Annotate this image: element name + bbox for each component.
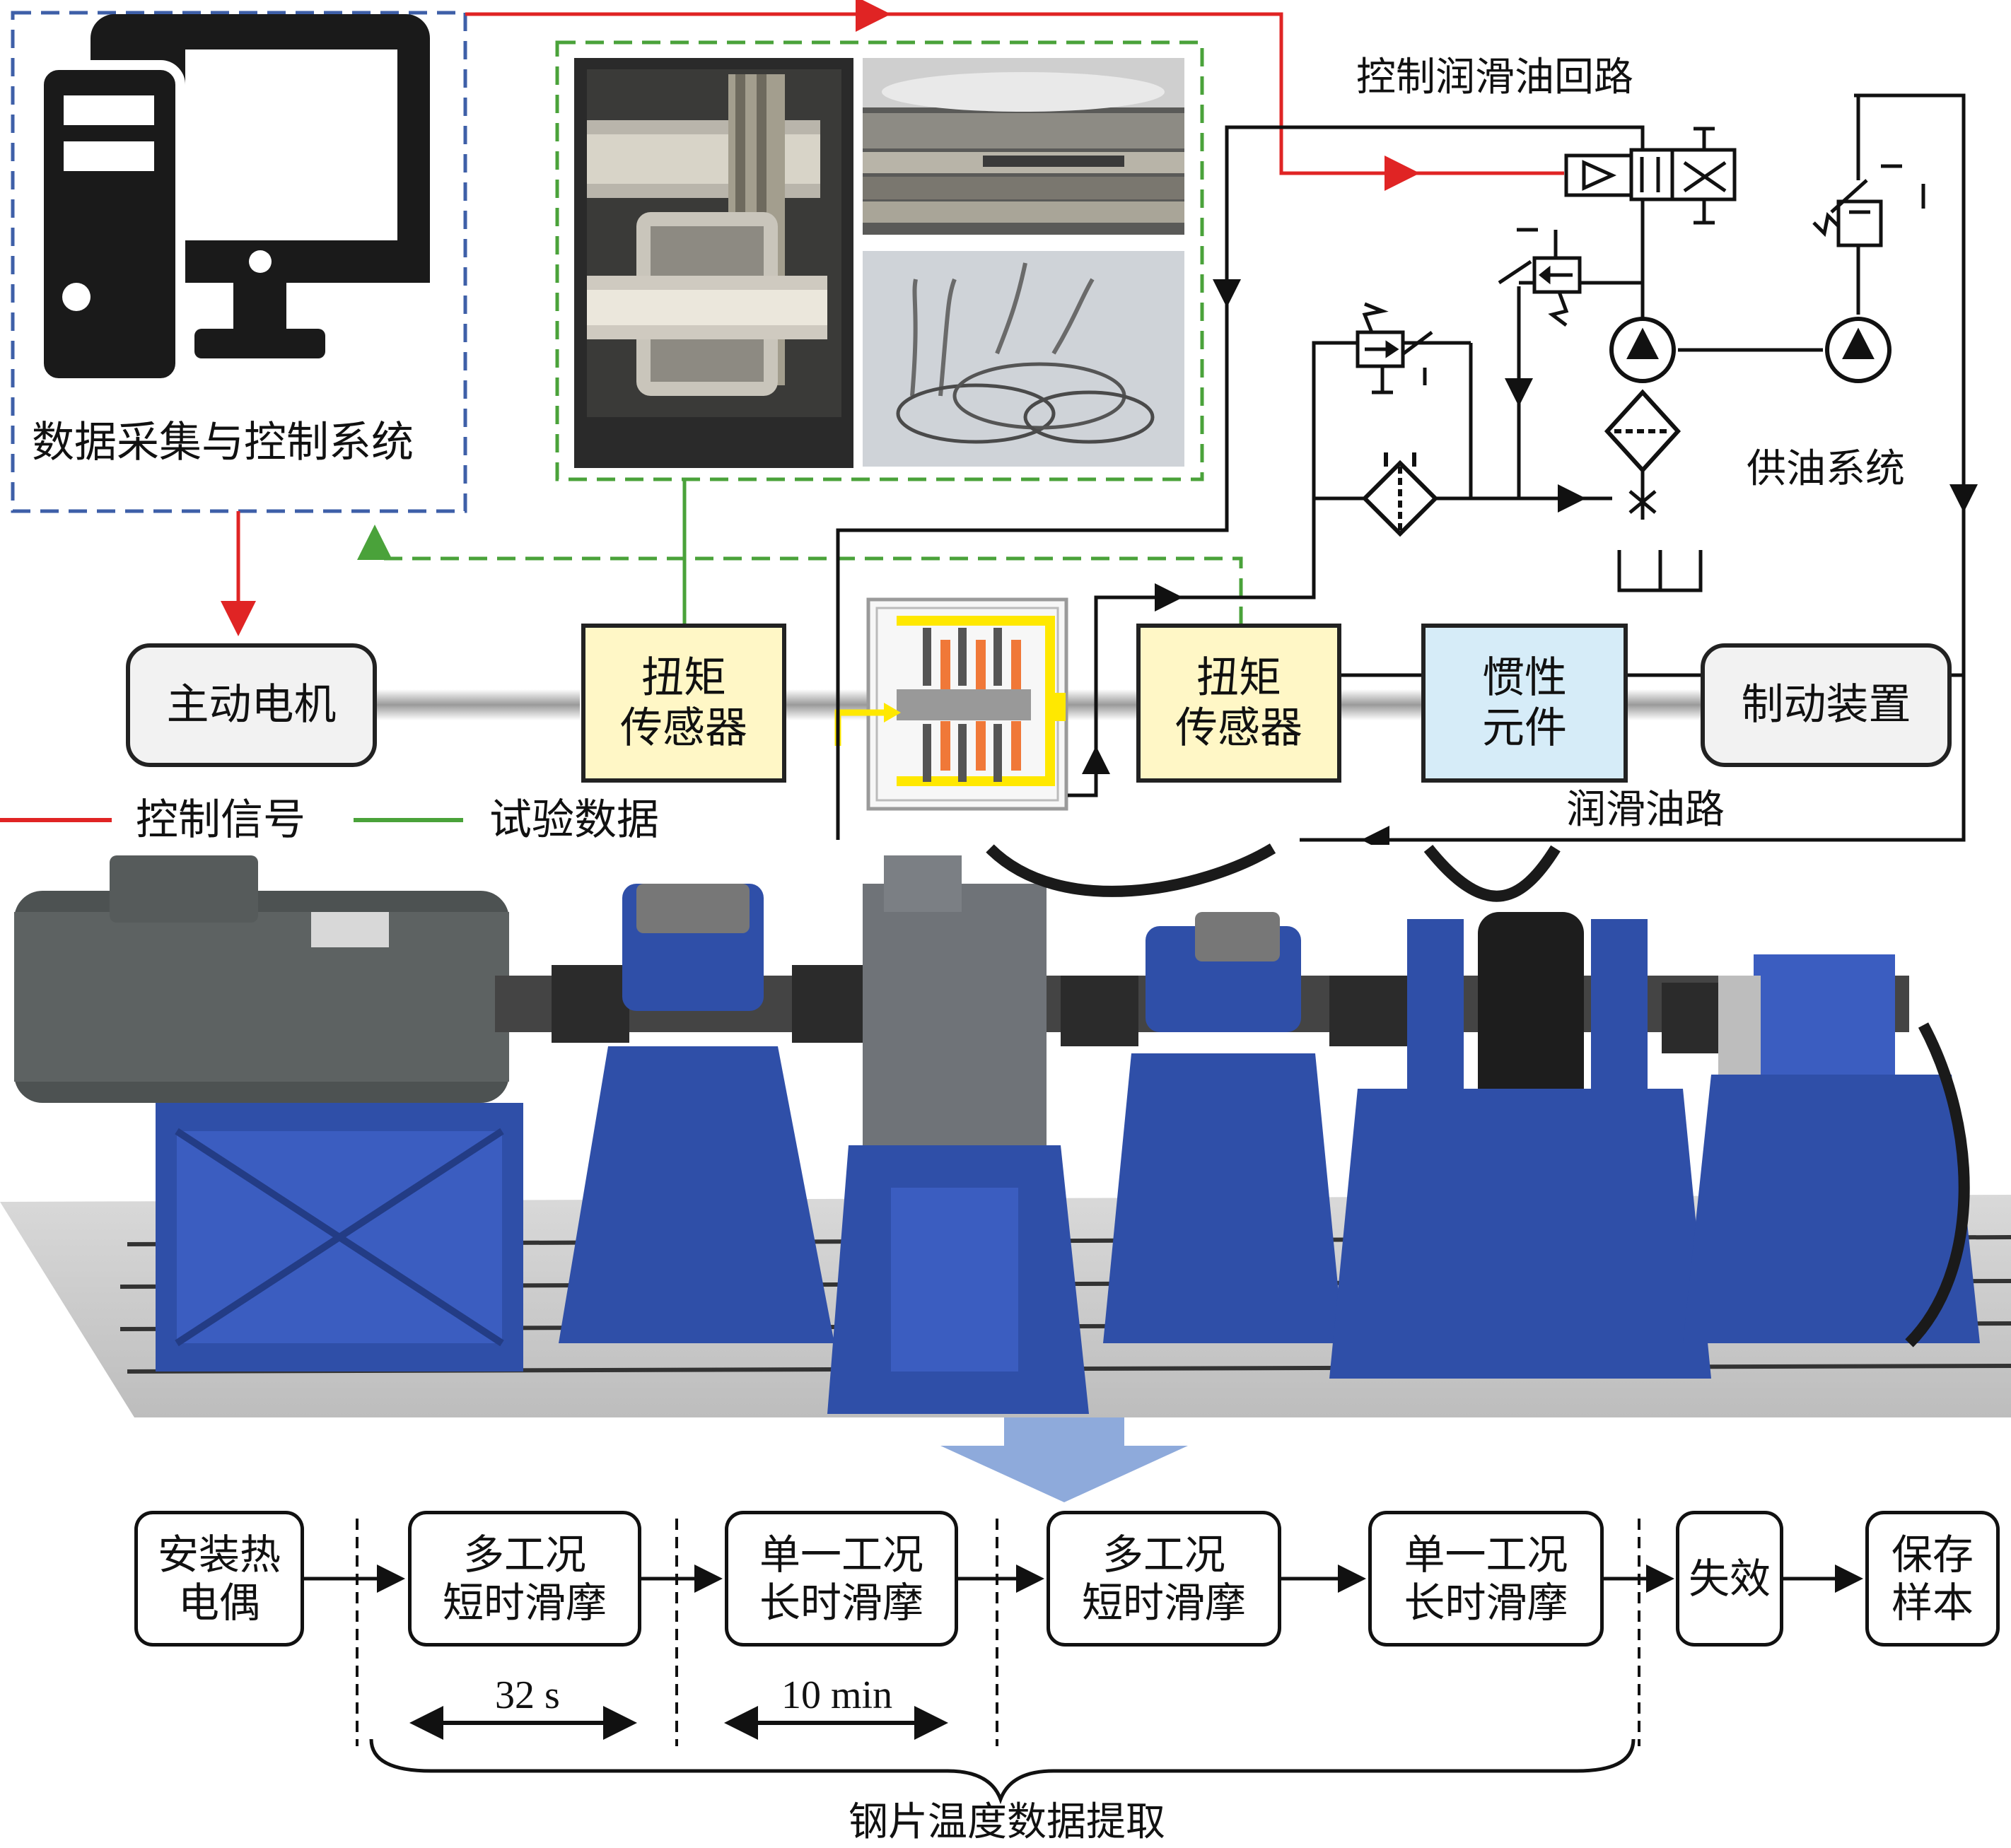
lubrication-circuit [836,93,1978,854]
sample-photo-frame [555,40,1204,481]
torque-sensor-2-box: 扭矩 传感器 [1136,624,1341,783]
flow-step-4-line2: 短时滑摩 [1081,1579,1246,1627]
shaft-3 [1068,689,1138,720]
legend-data-label: 试验数据 [489,795,659,845]
inertia-line1: 惯性 [1482,653,1567,703]
test-data-lines [357,479,1243,625]
flow-step-4-line1: 多工况 [1102,1530,1225,1579]
flow-step-3-line2: 长时滑摩 [759,1579,923,1627]
dacs-label: 数据采集与控制系统 [32,418,414,467]
lube-path-label: 润滑油路 [1566,787,1725,833]
flow-step-2: 多工况 短时滑摩 [408,1511,641,1647]
friction-plate-photo [863,58,1184,235]
flow-step-5-line2: 长时滑摩 [1404,1579,1568,1627]
torque-sensor-1-line1: 扭矩 [641,653,726,703]
flow-step-5: 单一工况 长时滑摩 [1368,1511,1604,1647]
flow-step-2-line1: 多工况 [462,1530,586,1579]
flow-step-5-line1: 单一工况 [1404,1530,1568,1579]
down-arrow-icon [940,1417,1188,1502]
brake-label: 制动装置 [1741,680,1911,730]
flow-step-6: 失效 [1676,1511,1783,1647]
inertia-line2: 元件 [1482,703,1567,753]
filter-icon [1604,389,1681,474]
duration-short-label: 32 s [495,1673,560,1717]
control-signal-lines [221,0,1564,636]
flow-step-1-line2: 电偶 [177,1579,260,1627]
flow-step-2-line2: 短时滑摩 [442,1579,607,1627]
flow-step-7-line2: 样本 [1891,1579,1974,1627]
extraction-brace [369,1738,1636,1805]
flow-step-7-line1: 保存 [1891,1530,1974,1579]
flow-step-7: 保存 样本 [1865,1511,2000,1647]
torque-sensor-2-line1: 扭矩 [1196,653,1281,703]
flow-step-3-line1: 单一工况 [759,1530,923,1579]
shaft-1 [368,689,580,720]
control-loop-label: 控制润滑油回路 [1356,54,1633,100]
test-bench-photo [0,843,2011,1417]
relief-valve-icon-1 [1356,302,1433,394]
extraction-label: 钢片温度数据提取 [849,1799,1165,1845]
relief-valve-icon-3 [1812,164,1925,247]
oil-supply-label: 供油系统 [1747,446,1905,492]
torque-sensor-2-line2: 传感器 [1175,703,1302,753]
flow-step-6-line1: 失效 [1688,1554,1771,1603]
relief-valve-icon-2 [1498,228,1582,327]
flow-step-1-line1: 安装热 [157,1530,281,1579]
gearbox-photo [574,58,853,468]
cooler-icon [1361,452,1439,537]
motor-label: 主动电机 [166,680,337,730]
shaft-4 [1340,689,1421,720]
phase-dividers [356,1519,1640,1746]
torque-sensor-1-line2: 传感器 [620,703,747,753]
pump-icon-1 [1609,317,1676,383]
pump-icon-2 [1825,317,1891,383]
torque-sensor-1-box: 扭矩 传感器 [581,624,786,783]
inertia-box: 惯性 元件 [1421,624,1628,783]
solenoid-valve-icon [1564,127,1737,225]
duration-long-label: 10 min [781,1673,893,1717]
motor-box: 主动电机 [126,643,377,767]
brake-box: 制动装置 [1701,643,1952,767]
thermocouple-photo [863,251,1184,467]
wet-clutch-schematic [834,597,1068,811]
flow-step-1: 安装热 电偶 [134,1511,304,1647]
computer-icon [34,14,430,388]
flow-step-4: 多工况 短时滑摩 [1047,1511,1281,1647]
shaft-5 [1626,689,1704,720]
flow-step-3: 单一工况 长时滑摩 [725,1511,958,1647]
legend-control-label: 控制信号 [136,795,305,845]
